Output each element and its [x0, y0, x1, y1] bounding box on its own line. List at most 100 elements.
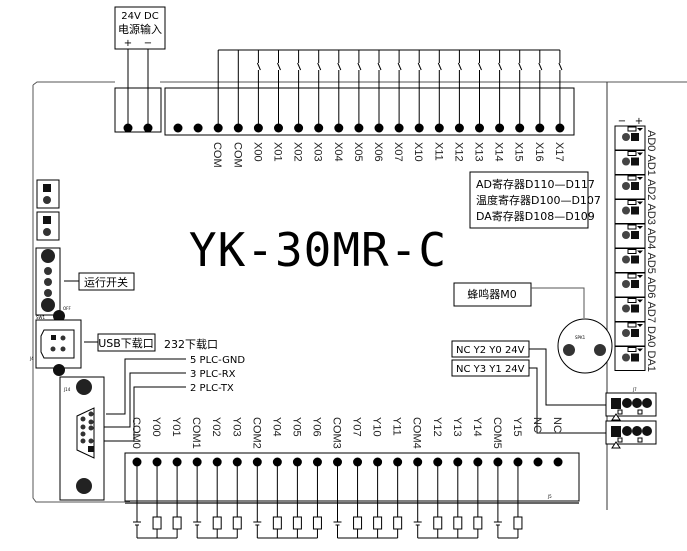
power-minus-sign: − — [144, 38, 152, 49]
input-terminal-label: X10 — [412, 142, 424, 162]
input-terminal-label: X13 — [473, 142, 485, 162]
load-icon — [232, 516, 242, 530]
output-terminal-label: Y04 — [270, 417, 282, 437]
rs232-pin-tx: 2 PLC-TX — [190, 383, 234, 394]
output-terminal-label: Y14 — [471, 417, 483, 437]
buzzer-label-box — [453, 282, 532, 307]
analog-connector-ad7[interactable] — [614, 297, 646, 322]
rs232-title: 232下载口 — [164, 338, 218, 351]
input-terminal-x04[interactable] — [334, 123, 344, 133]
analog-connector-ad4[interactable] — [614, 223, 646, 249]
input-terminal-label: X02 — [292, 142, 304, 162]
transistor-wire-2 — [529, 367, 606, 434]
load-icon — [453, 516, 463, 530]
rs232-db9-shell[interactable] — [76, 407, 95, 459]
input-terminal-label: X03 — [312, 142, 324, 162]
input-terminal-x01[interactable] — [274, 123, 283, 133]
input-terminal-x03[interactable] — [314, 123, 324, 133]
input-terminal-unused[interactable] — [193, 123, 203, 133]
input-terminal-x07[interactable] — [394, 123, 404, 133]
usb-pin — [60, 335, 66, 341]
rs232-screw-top — [76, 379, 92, 395]
input-terminal-label: X14 — [493, 142, 505, 162]
output-terminal-label: Y13 — [451, 417, 463, 437]
transistor-label-2: NC Y3 Y1 24V — [456, 364, 525, 375]
output-terminal-label: Y12 — [431, 417, 443, 437]
run-switch-top[interactable] — [41, 249, 55, 263]
left-connector-1[interactable] — [36, 179, 60, 209]
input-terminal-x05[interactable] — [354, 123, 364, 133]
register-note-box — [469, 171, 589, 229]
transistor-connector-1[interactable] — [605, 392, 657, 421]
input-terminal-x13[interactable] — [475, 123, 484, 133]
buzzer-leader-line — [531, 287, 585, 318]
usb-pin — [51, 335, 56, 340]
output-terminal-label: COM2 — [250, 417, 262, 449]
rs232-wire-rx — [103, 372, 186, 428]
run-switch-dot — [44, 289, 52, 297]
input-terminal-label: X11 — [432, 142, 444, 161]
rs232-pin-rx: 3 PLC-RX — [190, 369, 236, 380]
usb-mount-top — [53, 310, 65, 322]
analog-channel-label: AD5 — [645, 253, 657, 274]
output-terminal-label: COM5 — [491, 417, 503, 449]
input-terminal-x10[interactable] — [414, 123, 424, 133]
input-terminal-x00[interactable] — [253, 123, 263, 133]
load-icon — [152, 516, 162, 530]
load-icon — [312, 516, 322, 530]
output-terminal-label: Y00 — [150, 417, 162, 437]
analog-connector-da1[interactable] — [614, 346, 646, 371]
analog-connector-da0[interactable] — [614, 321, 646, 347]
input-terminal-x06[interactable] — [374, 123, 384, 133]
input-terminal-label: X01 — [272, 142, 284, 162]
rs232-screw-bottom — [76, 478, 92, 494]
input-switch-icon — [297, 62, 302, 71]
input-terminal-x11[interactable] — [434, 123, 444, 133]
board-left-edge — [32, 85, 130, 503]
buzzer-outline — [557, 318, 613, 374]
power-input-text: 电源输入 — [118, 22, 162, 36]
input-switch-icon — [558, 62, 563, 71]
input-terminal-x15[interactable] — [515, 123, 525, 133]
output-terminal-label: Y07 — [351, 417, 363, 437]
analog-connector-ad1[interactable] — [614, 150, 646, 175]
analog-connector-ad5[interactable] — [614, 248, 646, 273]
load-icon — [272, 516, 282, 530]
analog-channel-label: AD1 — [645, 155, 657, 176]
run-switch-label-box — [78, 272, 135, 291]
analog-connector-ad2[interactable] — [614, 174, 646, 200]
analog-connector-ad6[interactable] — [614, 272, 646, 298]
input-terminal-label: X00 — [251, 142, 263, 162]
input-switch-icon — [317, 62, 322, 71]
input-terminal-block — [164, 87, 575, 136]
input-terminal-x14[interactable] — [495, 123, 505, 133]
input-terminal-x17[interactable] — [555, 123, 565, 133]
output-terminal-label: NC — [551, 417, 563, 433]
analog-channel-label: DA1 — [645, 351, 657, 372]
analog-connector-ad3[interactable] — [614, 199, 646, 224]
analog-channel-label: AD7 — [645, 302, 657, 323]
transistor-connector-2[interactable] — [605, 420, 657, 449]
input-switch-icon — [457, 62, 462, 71]
input-terminal-com[interactable] — [233, 123, 243, 133]
input-terminal-x12[interactable] — [454, 123, 464, 133]
buzzer-ref: SPK1 — [575, 335, 586, 340]
load-icon — [353, 516, 363, 530]
switch-off-ref: OFF — [63, 306, 71, 311]
output-terminal-nc[interactable] — [553, 457, 563, 467]
output-terminal-nc[interactable] — [533, 457, 543, 467]
output-terminal-label: Y03 — [230, 417, 242, 437]
input-terminal-x02[interactable] — [294, 123, 304, 133]
run-switch-bottom[interactable] — [41, 298, 55, 312]
input-terminal-com[interactable] — [213, 123, 223, 133]
analog-connector-ad0[interactable] — [614, 125, 646, 151]
input-terminal-unused[interactable] — [173, 123, 183, 133]
power-terminal-minus[interactable] — [143, 123, 153, 133]
input-switch-icon — [377, 62, 382, 71]
load-icon — [373, 516, 383, 530]
input-terminal-x16[interactable] — [535, 123, 545, 133]
power-terminal-plus[interactable] — [123, 123, 133, 133]
input-terminal-label: COM — [211, 142, 223, 168]
left-connector-2[interactable] — [36, 211, 60, 241]
